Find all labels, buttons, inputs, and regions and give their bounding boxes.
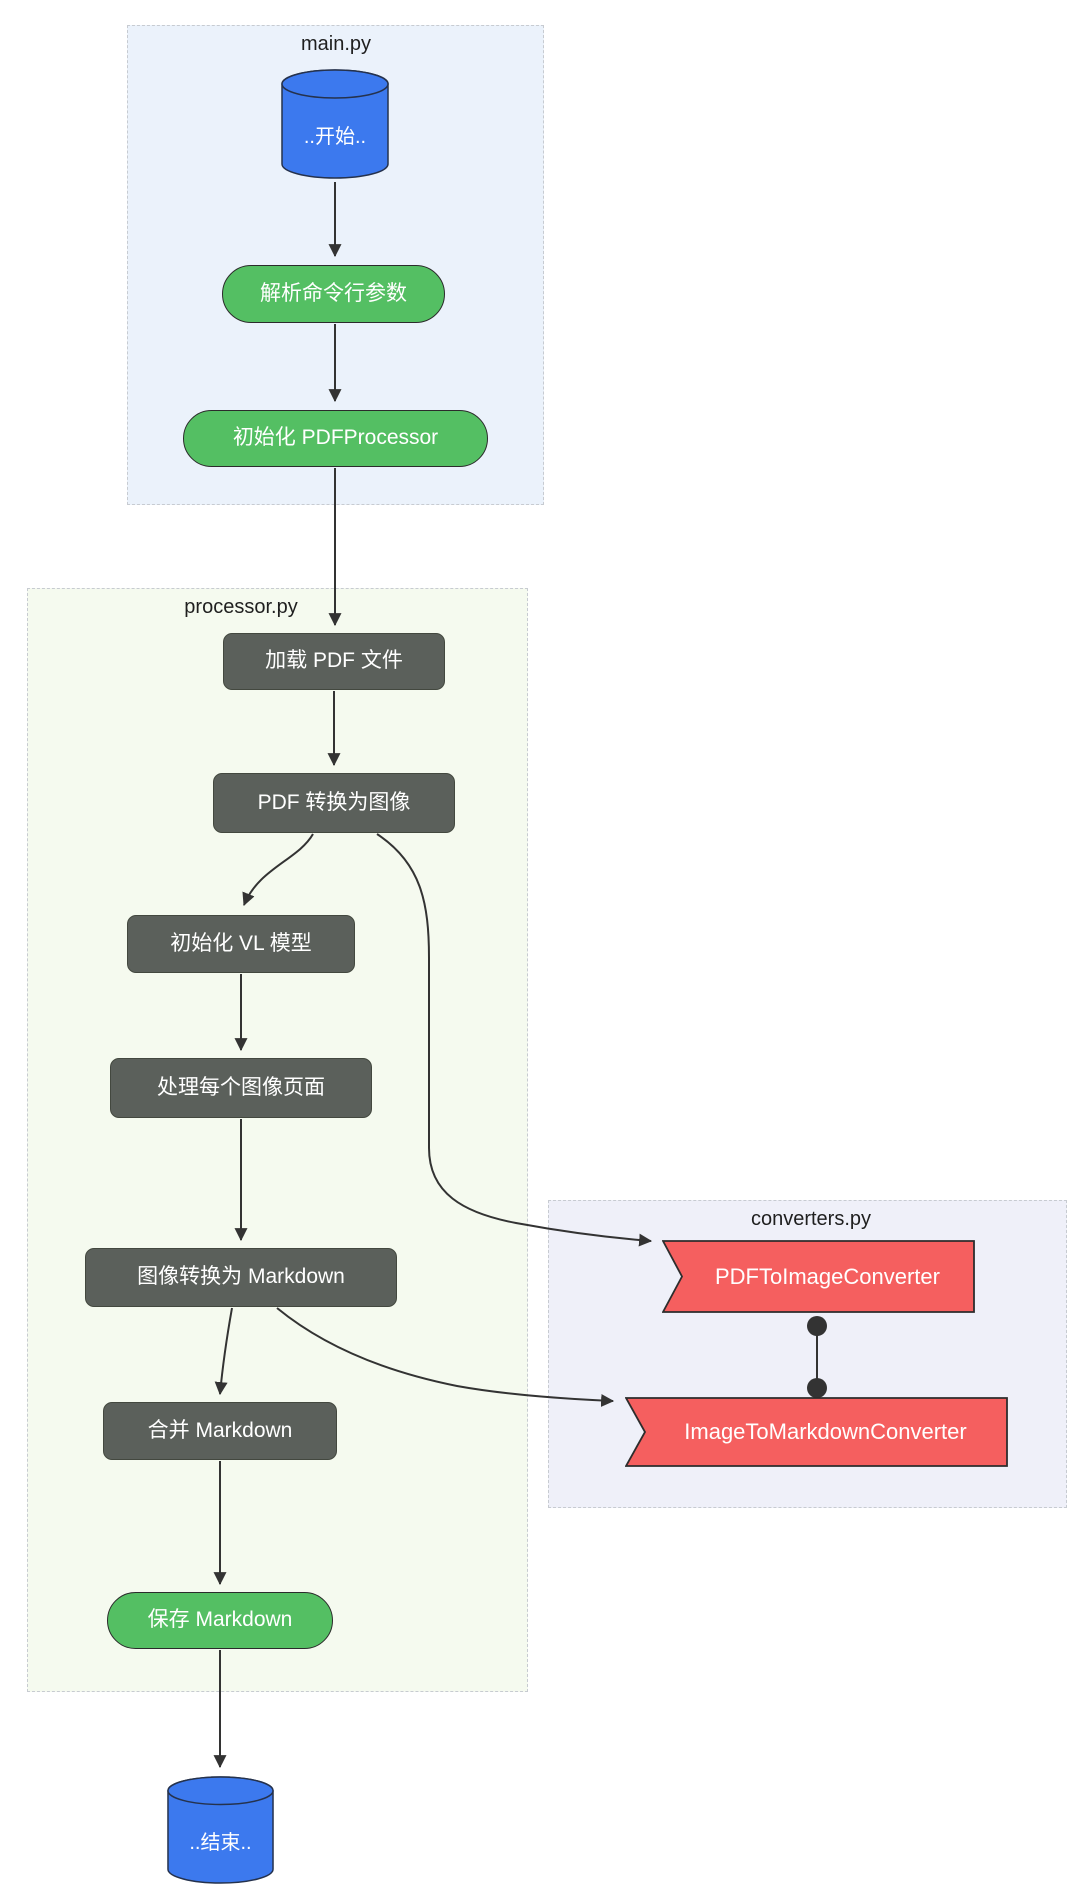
node-save-markdown: 保存 Markdown (107, 1592, 333, 1649)
cluster-processor-py-label: processor.py (184, 596, 298, 618)
node-image-to-markdown: 图像转换为 Markdown (85, 1248, 397, 1307)
cluster-processor-py: processor.py (27, 588, 528, 1692)
node-init-pdfprocessor-label: 初始化 PDFProcessor (232, 426, 439, 450)
node-init-pdfprocessor: 初始化 PDFProcessor (183, 410, 488, 467)
cluster-converters-py-label: converters.py (750, 1208, 872, 1230)
cluster-main-py-label: main.py (300, 33, 372, 55)
node-end-label: ..结束.. (189, 1832, 252, 1854)
node-start-label: ..开始.. (303, 126, 367, 148)
node-image-to-markdown-converter: ImageToMarkdownConverter (625, 1397, 1008, 1467)
node-init-vl-label: 初始化 VL 模型 (170, 931, 312, 955)
node-merge-markdown: 合并 Markdown (103, 1402, 337, 1460)
node-init-vl: 初始化 VL 模型 (127, 915, 355, 973)
cylinder-shape (166, 1775, 275, 1885)
node-load-pdf-label: 加载 PDF 文件 (265, 649, 403, 673)
node-pdf-to-image-label: PDF 转换为图像 (257, 790, 411, 814)
node-start: ..开始.. (280, 68, 390, 180)
node-pdf-to-image-converter: PDFToImageConverter (662, 1240, 975, 1313)
node-parse-args: 解析命令行参数 (222, 265, 445, 323)
node-pdf-to-image-converter-label: PDFToImageConverter (715, 1263, 940, 1289)
node-process-pages: 处理每个图像页面 (110, 1058, 372, 1118)
node-load-pdf: 加载 PDF 文件 (223, 633, 445, 690)
node-save-markdown-label: 保存 Markdown (147, 1608, 293, 1632)
node-process-pages-label: 处理每个图像页面 (157, 1075, 325, 1099)
node-image-to-markdown-label: 图像转换为 Markdown (137, 1265, 345, 1289)
node-image-to-markdown-converter-label: ImageToMarkdownConverter (684, 1419, 967, 1445)
node-end: ..结束.. (166, 1775, 275, 1885)
cylinder-shape (280, 68, 390, 180)
node-merge-markdown-label: 合并 Markdown (147, 1418, 293, 1442)
odd-banner-shape (662, 1240, 975, 1313)
node-parse-args-label: 解析命令行参数 (260, 281, 407, 305)
odd-banner-shape (625, 1397, 1008, 1467)
node-pdf-to-image: PDF 转换为图像 (213, 773, 455, 833)
